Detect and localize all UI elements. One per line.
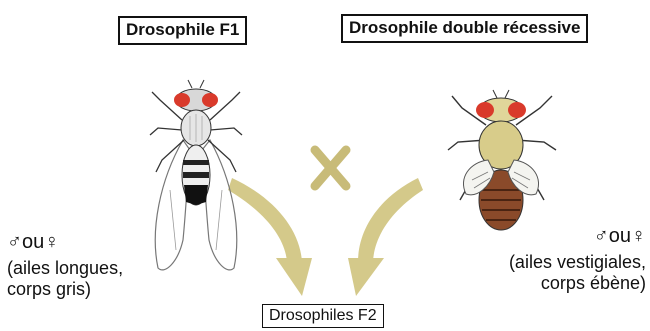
right-fly-sex-label: ♂ou♀ — [594, 226, 646, 247]
left-fly-sex-label: ♂ou♀ — [7, 232, 59, 253]
right-fly-traits-line2: corps ébène) — [541, 273, 646, 294]
right-fly-traits-line1: (ailes vestigiales, — [509, 252, 646, 273]
fly-double-recessive-illustration — [448, 90, 556, 230]
cross-symbol — [315, 150, 346, 186]
arrow-left — [228, 178, 312, 296]
fly-f1-illustration — [150, 80, 242, 270]
title-offspring: Drosophiles F2 — [262, 304, 384, 328]
right-fly-sex-symbols: ♂ou♀ — [594, 225, 646, 247]
left-fly-traits-line2: corps gris) — [7, 279, 91, 300]
left-fly-sex-symbols: ♂ou♀ — [7, 231, 59, 253]
arrow-right — [348, 178, 423, 296]
left-fly-traits-line1: (ailes longues, — [7, 258, 123, 279]
